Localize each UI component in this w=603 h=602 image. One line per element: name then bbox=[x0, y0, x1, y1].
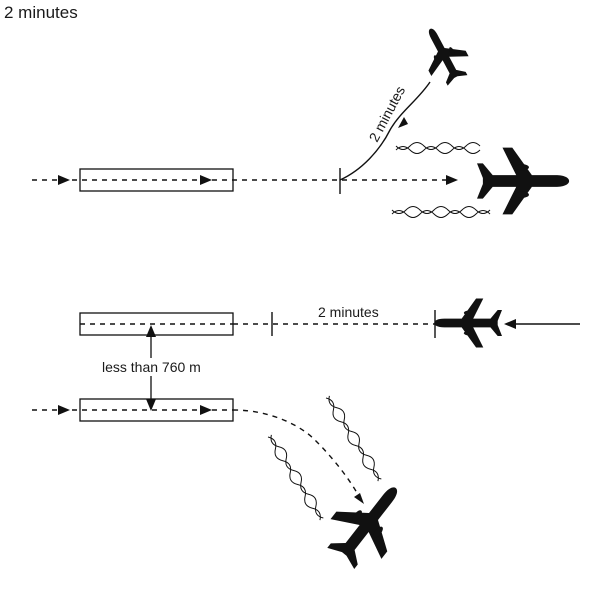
aircraft-icon bbox=[411, 19, 477, 91]
arrowhead-icon bbox=[146, 399, 156, 411]
arrowhead-icon bbox=[354, 493, 364, 504]
curved-path bbox=[339, 81, 431, 181]
aircraft-icon bbox=[315, 468, 422, 579]
aircraft-icon bbox=[477, 147, 570, 215]
departure-path bbox=[232, 409, 361, 499]
arrowhead-icon bbox=[58, 175, 70, 185]
arrowhead-icon bbox=[398, 117, 408, 128]
wake-turbulence-icon bbox=[267, 434, 324, 521]
wake-turbulence-icon bbox=[395, 142, 481, 150]
wake-turbulence-icon bbox=[325, 395, 382, 482]
arrowhead-icon bbox=[200, 175, 212, 185]
aircraft-icon bbox=[434, 298, 502, 348]
arrowhead-icon bbox=[146, 325, 156, 337]
top-scenario: 2 minutes bbox=[32, 19, 570, 218]
arrowhead-icon bbox=[446, 175, 458, 185]
separation-label: less than 760 m bbox=[102, 359, 201, 375]
label-bg bbox=[100, 358, 208, 376]
arrowhead-icon bbox=[504, 319, 516, 329]
wake-turbulence-icon bbox=[391, 206, 491, 214]
gap-label: 2 minutes bbox=[318, 304, 379, 320]
diagram-title: 2 minutes bbox=[4, 3, 78, 22]
wake-turbulence-icon bbox=[395, 146, 481, 154]
bottom-scenario: 2 minutes less than 760 m bbox=[32, 298, 580, 579]
arrowhead-icon bbox=[58, 405, 70, 415]
arrowhead-icon bbox=[200, 405, 212, 415]
wake-turbulence-icon bbox=[391, 210, 491, 218]
